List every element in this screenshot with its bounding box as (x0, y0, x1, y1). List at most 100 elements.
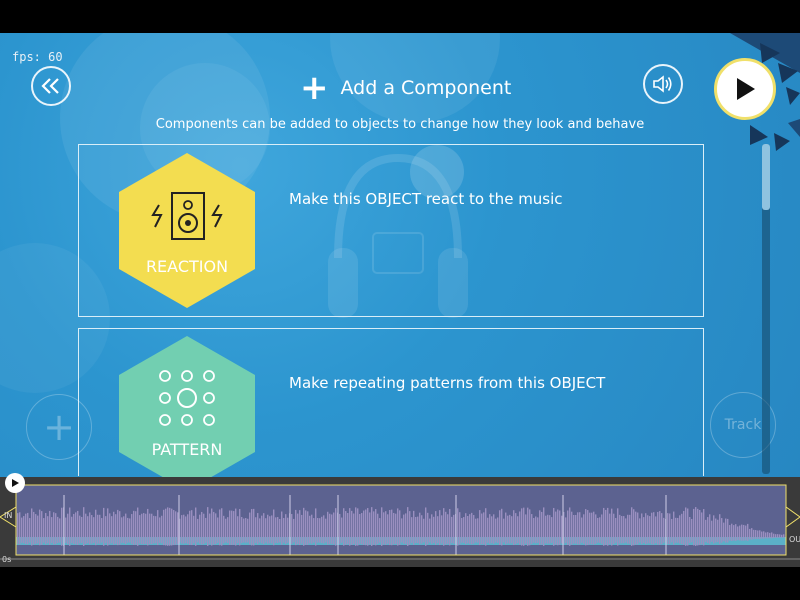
waveform-bar (381, 507, 383, 546)
waveform-bar (281, 511, 283, 545)
waveform-bar (191, 510, 193, 546)
waveform-bar (297, 513, 299, 545)
waveform-bar (219, 509, 221, 546)
waveform-bar (117, 509, 119, 546)
waveform-bar (319, 518, 321, 543)
scrollbar-track[interactable] (762, 144, 770, 474)
waveform-bar (501, 508, 503, 546)
reaction-component-card[interactable]: REACTION Make this OBJECT react to the m… (78, 144, 704, 317)
waveform-bar (463, 517, 465, 543)
waveform-bar (619, 514, 621, 544)
waveform-bar (569, 507, 571, 546)
waveform-bar (151, 513, 153, 544)
waveform-bar (49, 510, 51, 545)
waveform-bar (331, 514, 333, 544)
waveform-bar (409, 511, 411, 545)
waveform-bar (229, 510, 231, 545)
waveform-bar (411, 517, 413, 543)
pattern-component-card[interactable]: PATTERN Make repeating patterns from thi… (78, 328, 704, 491)
waveform-bar (499, 510, 501, 546)
waveform-bar (121, 517, 123, 543)
waveform-bar (629, 514, 631, 544)
waveform-bar (423, 518, 425, 543)
waveform-bar (607, 507, 609, 546)
waveform-bar (687, 508, 689, 546)
play-icon (737, 78, 755, 100)
waveform-bar (135, 511, 137, 545)
waveform-bar (161, 515, 163, 544)
waveform-bar (123, 516, 125, 544)
waveform-bar (647, 515, 649, 544)
waveform-bar (313, 518, 315, 543)
add-object-button[interactable]: + (26, 394, 92, 460)
waveform-bar (113, 511, 115, 545)
waveform-bar (65, 517, 67, 543)
waveform-bar (365, 509, 367, 546)
waveform-bar (435, 511, 437, 545)
waveform-bar (325, 518, 327, 543)
waveform-bar (485, 508, 487, 546)
waveform-bar (479, 510, 481, 546)
waveform-bar (625, 518, 627, 543)
page-title-text: Add a Component (340, 77, 512, 99)
waveform-bar (631, 507, 633, 546)
waveform-bar (459, 512, 461, 545)
waveform-bar (573, 514, 575, 544)
waveform-bar (705, 519, 707, 543)
waveform-bar (185, 516, 187, 544)
waveform-bar (175, 511, 177, 545)
sound-button[interactable] (643, 64, 683, 104)
waveform-bar (539, 510, 541, 546)
waveform-bar (605, 509, 607, 546)
waveform-bar (93, 517, 95, 543)
waveform-bar (545, 515, 547, 544)
waveform-bar (495, 518, 497, 543)
waveform-bar (173, 510, 175, 546)
waveform-bar (537, 517, 539, 543)
waveform-bar (541, 511, 543, 545)
waveform-bar (25, 513, 27, 544)
waveform-bar (503, 518, 505, 543)
waveform-bar (69, 507, 71, 546)
waveform-bar (57, 516, 59, 544)
waveform-bar (741, 524, 743, 541)
timeline[interactable]: IN OUT 0s (0, 473, 800, 567)
waveform-bar (553, 507, 555, 546)
page-title: + Add a Component (300, 68, 512, 108)
waveform-bar (737, 526, 739, 541)
waveform-bar (683, 510, 685, 545)
waveform-bar (225, 518, 227, 543)
scrollbar-thumb[interactable] (762, 144, 770, 210)
waveform-bar (33, 511, 35, 545)
waveform-bar (181, 515, 183, 544)
waveform-bar (343, 508, 345, 546)
timeline-in-label: IN (4, 511, 13, 520)
track-button[interactable]: Track (710, 392, 776, 458)
plus-icon: + (300, 68, 329, 108)
waveform-bar (429, 518, 431, 543)
waveform-bar (99, 514, 101, 544)
waveform-bar (439, 510, 441, 546)
playhead-handle[interactable] (5, 473, 25, 493)
waveform-bar (659, 511, 661, 545)
waveform-bar (241, 516, 243, 544)
waveform-bar (101, 518, 103, 543)
waveform-bar (203, 513, 205, 544)
dot-grid-icon (159, 370, 215, 426)
waveform-bar (95, 509, 97, 546)
waveform-bar (35, 514, 37, 544)
waveform-bar (425, 507, 427, 546)
play-button[interactable] (714, 58, 776, 120)
bg-bubble (410, 145, 464, 199)
waveform-bar (165, 508, 167, 546)
waveform-bar (601, 514, 603, 544)
waveform-bar (239, 509, 241, 546)
waveform-bar (467, 515, 469, 544)
waveform-bar (611, 508, 613, 546)
back-button[interactable] (31, 66, 71, 106)
waveform-bar (21, 517, 23, 543)
waveform-bar (355, 507, 357, 546)
waveform-bar (595, 514, 597, 544)
waveform-bar (147, 508, 149, 546)
waveform-bar (649, 516, 651, 544)
